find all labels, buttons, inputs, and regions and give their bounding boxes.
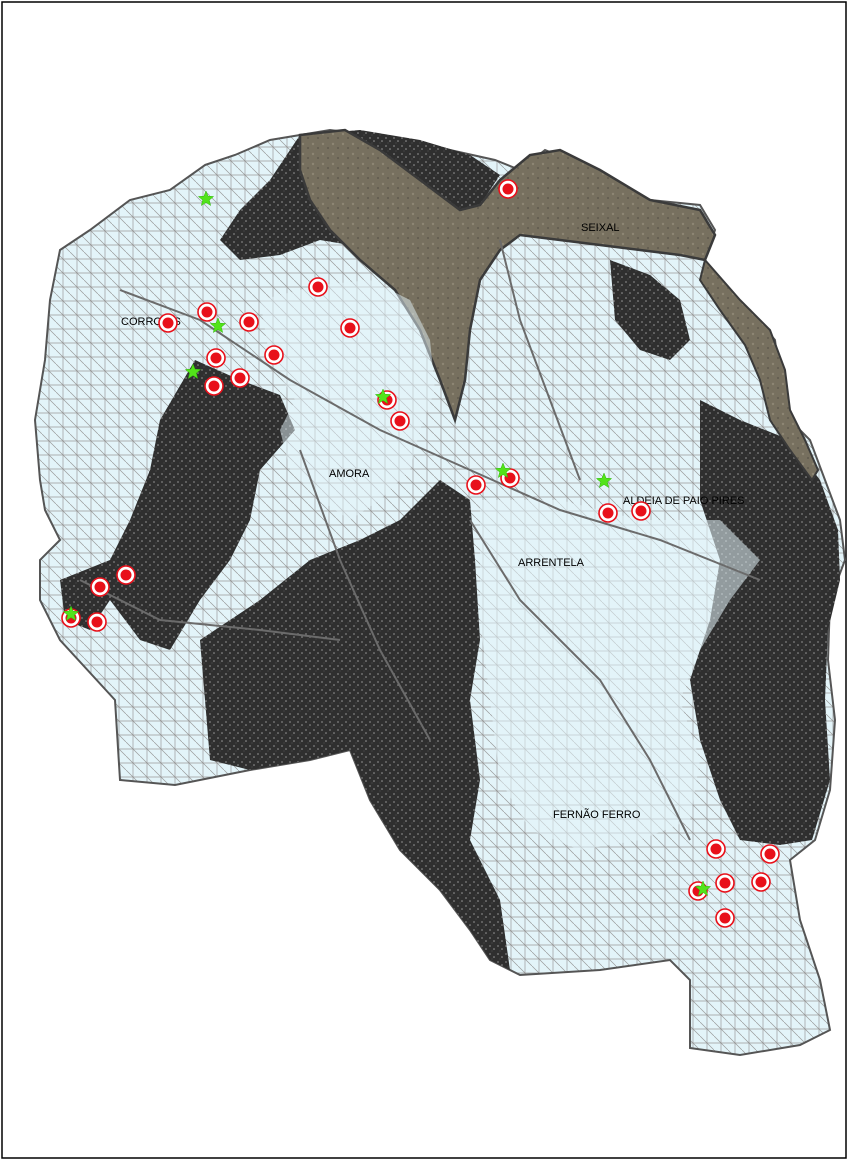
green-star-marker — [209, 317, 227, 334]
red-target-marker — [340, 318, 360, 338]
green-star-marker — [694, 880, 712, 897]
main-roads — [79, 239, 761, 841]
red-target-marker — [390, 411, 410, 431]
red-target-marker — [158, 313, 178, 333]
red-target-marker — [631, 501, 651, 521]
label-seixal: SEIXAL — [581, 222, 620, 234]
red-target-marker — [715, 908, 735, 928]
red-target-marker — [197, 302, 217, 322]
red-target-marker — [230, 368, 250, 388]
aerial-region-ne — [610, 260, 690, 360]
green-star-markers — [62, 190, 712, 897]
red-target-marker — [706, 839, 726, 859]
red-target-marker — [308, 277, 328, 297]
green-star-marker — [197, 190, 215, 207]
red-target-marker — [90, 577, 110, 597]
red-target-marker — [751, 872, 771, 892]
red-target-marker — [715, 873, 735, 893]
red-target-marker — [760, 844, 780, 864]
red-target-marker — [204, 376, 224, 396]
label-aldeia-de-paio-pires: ALDEIA DE PAIO PIRES — [623, 495, 744, 507]
green-star-marker — [184, 363, 202, 380]
red-target-marker — [87, 612, 107, 632]
green-star-marker — [494, 462, 512, 479]
red-target-marker — [498, 179, 518, 199]
green-star-marker — [595, 472, 613, 489]
aerial-region-east — [690, 400, 840, 845]
red-target-marker — [239, 312, 259, 332]
aerial-region-south — [200, 480, 510, 970]
green-star-marker — [374, 388, 392, 405]
green-star-marker — [62, 605, 80, 622]
red-target-marker — [466, 475, 486, 495]
red-target-marker — [116, 565, 136, 585]
urban-patch-arrentela — [480, 500, 760, 850]
label-amora: AMORA — [329, 468, 370, 480]
red-target-marker — [264, 345, 284, 365]
label-fernao-ferro: FERNÃO FERRO — [553, 808, 641, 821]
estuary-east-channel — [698, 257, 820, 482]
label-arrentela: ARRENTELA — [518, 557, 585, 569]
red-target-marker — [206, 348, 226, 368]
red-target-marker — [598, 503, 618, 523]
